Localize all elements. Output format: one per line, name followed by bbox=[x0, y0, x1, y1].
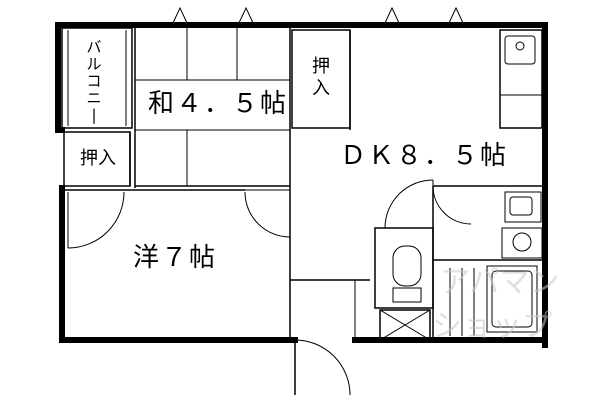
top-openings bbox=[171, 6, 465, 26]
bathroom bbox=[433, 259, 545, 336]
kitchen-counter bbox=[499, 29, 543, 129]
closet-left bbox=[63, 131, 131, 187]
washitsu bbox=[134, 28, 291, 340]
balcony-label-char: ル bbox=[86, 55, 101, 73]
closet-top bbox=[291, 29, 351, 130]
room-label-dk: ＤＫ８．５帖 bbox=[340, 141, 508, 171]
svg-text:入: 入 bbox=[312, 78, 330, 99]
youshitsu bbox=[62, 189, 291, 249]
washing-machine-space bbox=[379, 309, 431, 341]
svg-text:押: 押 bbox=[312, 56, 330, 77]
closet-label-left: 押入 bbox=[80, 148, 116, 169]
room-label-youshitsu: 洋７帖 bbox=[133, 243, 217, 273]
balcony-label-char: バ bbox=[86, 38, 101, 56]
entrance bbox=[290, 279, 370, 396]
balcony bbox=[61, 27, 133, 129]
balcony-label-char: | bbox=[91, 106, 96, 124]
watermark: アパマン ショップ bbox=[432, 265, 559, 344]
washbasin bbox=[432, 185, 545, 259]
room-label-washitsu: 和４．５帖 bbox=[148, 89, 288, 119]
svg-text:ショップ: ショップ bbox=[432, 309, 552, 344]
svg-text:アパマン: アパマン bbox=[440, 265, 559, 300]
closet-label-top: 押 入 bbox=[312, 56, 330, 99]
balcony-label-char: ニ bbox=[86, 89, 101, 107]
balcony-label-char: コ bbox=[86, 72, 101, 90]
toilet bbox=[374, 179, 434, 309]
